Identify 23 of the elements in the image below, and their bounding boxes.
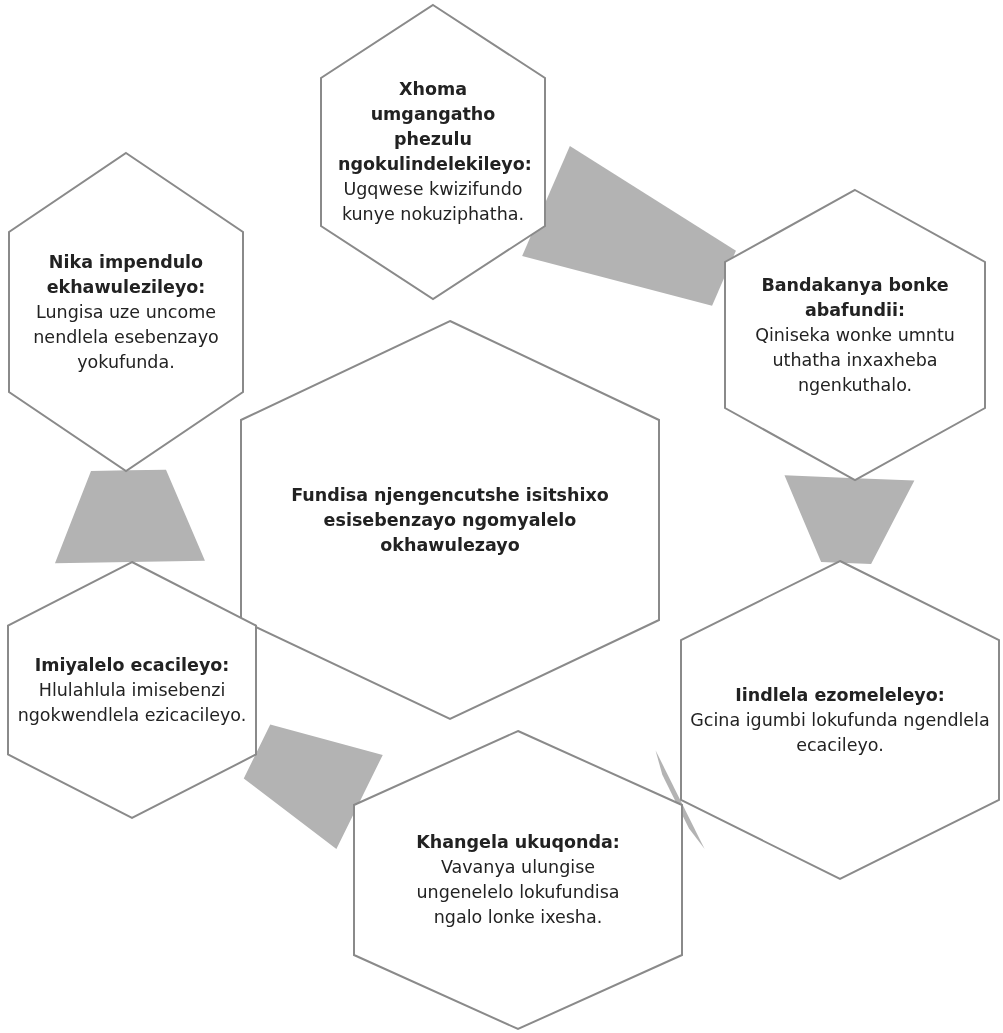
hexagon-text: Vavanya ulungise ungenelelo lokufundisa ngalo lonke ixesha. (416, 857, 620, 927)
hexagon-node (353, 730, 683, 1030)
hexagon-node (724, 189, 986, 481)
hexagon-heading: Iindlela ezomeleleyo: (734, 683, 946, 707)
trapezoid-connector (784, 475, 915, 565)
hexagon-node (8, 152, 244, 472)
hexagon-text: Hlulahlula imisebenzi ngokwendlela ezicacileyo. (16, 678, 248, 727)
trapezoid-connector (522, 145, 736, 306)
hexagon-heading: Nika impendulo ekhawulezileyo: (45, 250, 207, 299)
hexagon-node (320, 4, 546, 300)
hexagon-heading: Khangela ukuqonda: (416, 832, 620, 852)
hexagon-node (680, 560, 1000, 880)
trapezoid-connector (55, 469, 205, 564)
trapezoid-connector (243, 724, 383, 850)
hexagon-text: Gcina igumbi lokufunda ngendlela ecacileyo. (690, 708, 990, 757)
hexagon-heading: Xhoma umgangatho phezulu ngokulindelekileyo: (338, 78, 528, 176)
hexagon-node (7, 561, 257, 819)
hexagon-heading: Fundisa njengencutshe isitshixo esisebenzayo ngomyalelo okhawulezayo (290, 483, 610, 557)
hexagon-text: Lungisa uze uncome nendlela esebenzayo yokufunda. (32, 300, 220, 374)
hexagon-heading: Imiyalelo ecacileyo: (33, 653, 231, 677)
hexagon-text: Qiniseka wonke umntu uthatha inxaxheba ngenkuthalo. (754, 323, 956, 397)
hexagon-text: Ugqwese kwizifundo kunye nokuziphatha. (340, 178, 526, 226)
hexagon-heading: Bandakanya bonke abafundii: (760, 273, 950, 322)
